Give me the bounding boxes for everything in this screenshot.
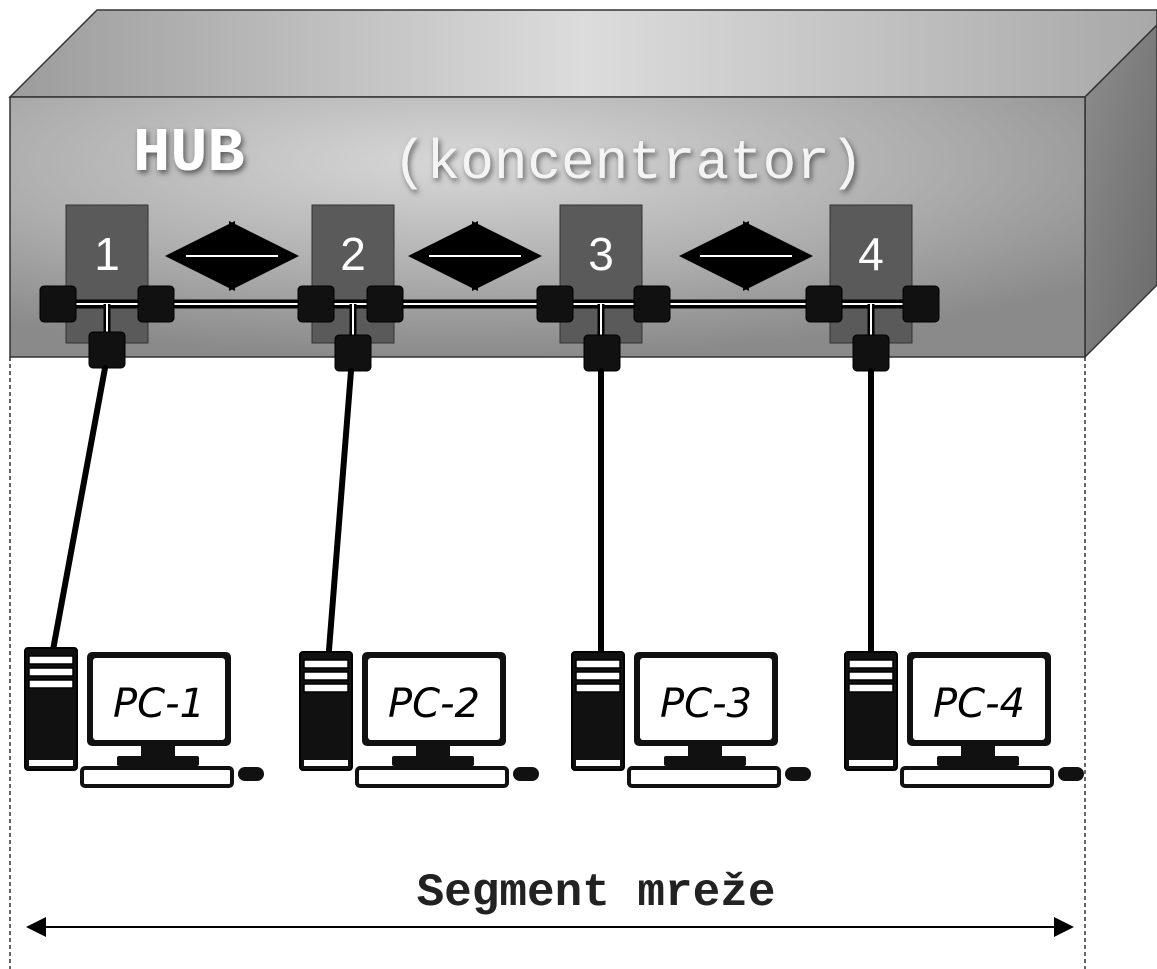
- connector-block: [852, 334, 890, 372]
- pc-label: PC-2: [388, 681, 480, 727]
- monitor-icon: [634, 652, 778, 766]
- mouse-icon: [513, 767, 539, 781]
- port-number: 2: [340, 228, 366, 280]
- connector-block: [583, 334, 621, 372]
- pc-label: PC-1: [113, 681, 205, 727]
- connector-block: [297, 285, 335, 323]
- connector-block: [805, 285, 843, 323]
- connector-block: [88, 331, 126, 369]
- monitor-icon: [87, 652, 231, 766]
- port-number: 1: [94, 228, 120, 280]
- mouse-icon: [1058, 767, 1084, 781]
- keyboard-icon: [900, 766, 1054, 788]
- port-number: 4: [858, 228, 884, 280]
- mouse-icon: [785, 767, 811, 781]
- computer-1: PC-1: [24, 647, 264, 788]
- connector-block: [137, 285, 175, 323]
- connector-block: [366, 285, 404, 323]
- connector-block: [39, 285, 77, 323]
- network-cables: [50, 365, 874, 653]
- connector-block: [334, 334, 372, 372]
- keyboard-icon: [627, 766, 781, 788]
- pc-label: PC-3: [660, 681, 752, 727]
- segment-boundaries: [9, 357, 1086, 969]
- monitor-icon: [907, 652, 1051, 766]
- hub-title: HUB: [133, 118, 245, 189]
- connector-block: [633, 285, 671, 323]
- port-number: 3: [588, 228, 614, 280]
- hub-bus: [39, 285, 940, 372]
- pc-label: PC-4: [933, 681, 1025, 727]
- computer-3: PC-3: [571, 651, 811, 788]
- pc-tower-icon: [299, 651, 353, 771]
- hub-top-face: [8, 9, 1157, 98]
- cable-1: [50, 365, 108, 653]
- mouse-icon: [238, 767, 264, 781]
- computer-2: PC-2: [299, 651, 539, 788]
- pc-tower-icon: [844, 651, 898, 771]
- keyboard-icon: [80, 766, 234, 788]
- connector-block: [536, 285, 574, 323]
- pc-tower-icon: [24, 647, 78, 771]
- cable-2: [326, 368, 354, 653]
- segment-indicator: Segment mreže: [26, 867, 1074, 937]
- monitor-icon: [362, 652, 506, 766]
- connector-block: [902, 285, 940, 323]
- pc-tower-icon: [571, 651, 625, 771]
- computer-4: PC-4: [844, 651, 1084, 788]
- keyboard-icon: [355, 766, 509, 788]
- hub-subtitle: (koncentrator): [393, 131, 863, 195]
- segment-label: Segment mreže: [417, 867, 776, 919]
- computers: PC-1 PC-2: [24, 647, 1084, 788]
